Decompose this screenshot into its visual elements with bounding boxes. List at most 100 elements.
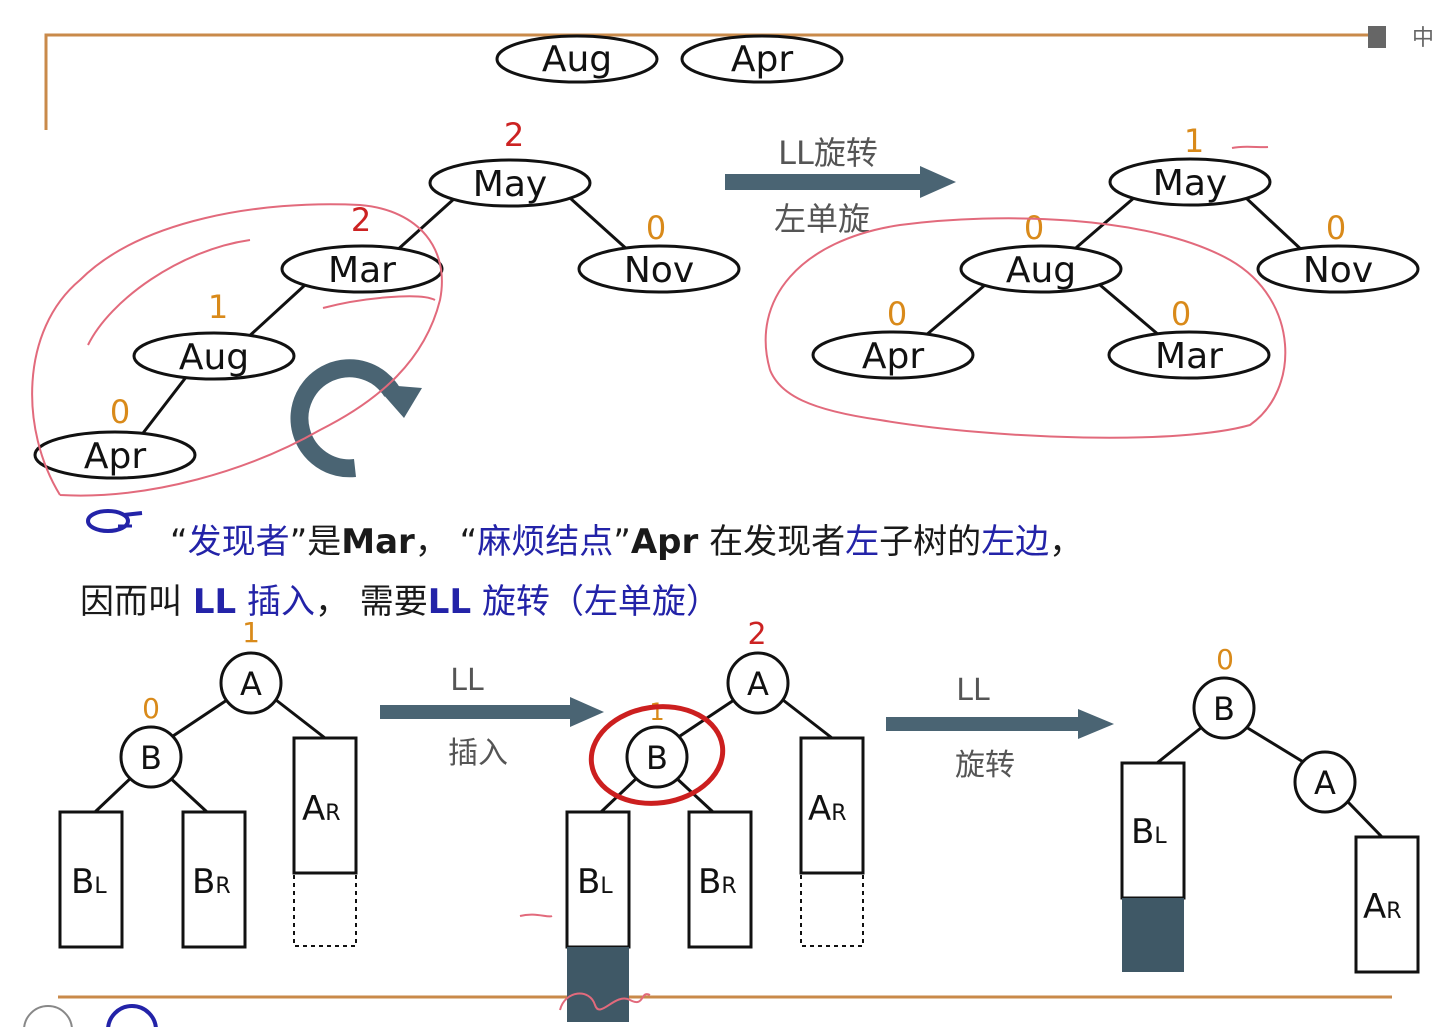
tree-before-node-mar: Mar [280,244,444,294]
caption-paren-close: ） [685,582,720,622]
ll-insert-top-label: LL [450,663,484,698]
caption-quote-open-1: “ [170,522,188,562]
caption-left-side: 左边 [981,522,1050,562]
pointing-hand-icon [86,509,143,533]
tree-after-aug-label: Aug [1006,250,1076,291]
ll-insert-bottom-label: 插入 [448,736,508,771]
caption-rotate: 旋转 [481,582,550,622]
tree-after-node-apr: Apr [811,330,975,380]
tree-before-may-label: May [473,164,547,205]
s3-bal-b: 0 [1216,643,1234,676]
caption-line-1: “发现者”是Mar， “麻烦结点”Apr 在发现者左子树的左边， [0,514,1436,563]
caption-left-1: 左 [845,522,880,562]
bal-after-mar: 0 [1171,295,1191,333]
bal-before-aug: 1 [208,288,228,326]
tree-before-apr-label: Apr [84,436,146,477]
s2-bal-a: 2 [747,617,766,652]
schematic-2: A B 2 1 BL BR AR [559,617,865,1022]
caption-trouble-node: 麻烦结点 [477,522,614,562]
pending-node-aug-label: Aug [542,39,612,80]
s3-subtree-bl: BL [1131,812,1167,852]
caption-comma-2: ， [314,582,349,622]
pending-node-apr-label: Apr [731,39,793,80]
finder-highlight-circle [588,704,726,806]
bal-after-apr: 0 [887,295,907,333]
tree-after-node-mar: Mar [1107,330,1271,380]
s3-inserted-block [1122,898,1184,972]
ll-rotation-arrow [725,166,956,198]
bal-after-aug: 0 [1024,209,1044,247]
caption-quote-close-2: ” [613,522,631,562]
caption-end-comma: ， [1049,522,1084,562]
s1-bal-a: 1 [242,616,260,649]
s2-subtree-ar: AR [808,789,847,829]
caption-insert: 插入 [246,582,315,622]
tree-after-node-nov: Nov [1256,244,1420,294]
tree-before-aug-label: Aug [179,337,249,378]
rotate-clockwise-icon [290,359,422,478]
ll-insert-arrow [380,697,604,727]
s1-node-b: B [140,739,162,777]
s1-subtree-ar: AR [302,789,341,829]
bal-before-nov: 0 [646,209,666,247]
left-single-rotation-label: 左单旋 [774,200,870,238]
s2-node-b: B [646,739,668,777]
corner-text: 中 [1411,26,1434,51]
tree-before-node-nov: Nov [577,244,741,294]
toolbar-icon [1368,26,1386,48]
caption-line-2: 因而叫 LL 插入， 需要LL 旋转（左单旋） [0,574,1436,623]
tree-before-edges [138,196,632,438]
schematic-3: B A 0 BL AR [1120,643,1420,974]
caption-ll-2: LL [427,582,472,622]
caption-paren-open: （ [549,582,584,622]
ll-rotate-arrow [886,709,1114,739]
caption-apr: Apr [630,522,699,562]
ll-rotate-top-label: LL [956,673,990,708]
s2-node-a: A [747,665,769,703]
slide-frame-top [44,33,1380,130]
tree-after-node-may: May [1108,157,1272,207]
s2-inserted-block [567,947,629,1022]
s3-node-a: A [1314,764,1336,802]
s2-bal-b: 1 [649,698,664,726]
footer-logo-icon [23,1004,158,1027]
bal-after-may: 1 [1184,122,1204,160]
pen-annotations [31,145,1287,918]
tree-before-node-may: May [428,158,592,208]
s1-bal-b: 0 [142,692,160,725]
caption-quote-close-1: ” [289,522,308,562]
pending-node-aug: Aug [495,34,659,84]
pen-scribble-bottom [559,992,651,1011]
caption-finder: 发现者 [187,522,290,562]
s1-node-a: A [240,665,262,703]
caption-comma-1: ， [414,522,449,562]
schematic-1: A B 1 0 BL BR AR [58,616,358,949]
caption-is: 是 [307,522,342,562]
tree-after-node-aug: Aug [959,244,1123,294]
bal-after-nov: 0 [1326,209,1346,247]
s3-subtree-ar: AR [1363,887,1402,927]
tree-after-mar-label: Mar [1155,336,1223,377]
caption-ll-1: LL [192,582,237,622]
caption-at-finder: 在发现者 [709,522,846,562]
bal-before-mar: 2 [351,201,371,239]
caption-left-single: 左单旋 [583,582,686,622]
tree-after-may-label: May [1153,163,1227,204]
tree-before-node-apr: Apr [33,430,197,480]
pending-node-apr: Apr [680,34,844,84]
bal-before-may: 2 [504,116,524,154]
s1-subtree-bl: BL [71,862,107,902]
caption-need: 需要 [359,582,428,622]
s3-node-b: B [1213,690,1235,728]
ll-rotate-bottom-label: 旋转 [955,748,1015,783]
s2-subtree-bl: BL [577,862,613,902]
s1-subtree-br: BR [192,862,231,902]
tree-before-nov-label: Nov [624,250,694,291]
tree-before-node-aug: Aug [132,331,296,381]
tree-after-edges [924,195,1307,338]
caption-quote-open-2: “ [459,522,478,562]
ll-rotation-label: LL旋转 [778,134,878,172]
caption-so-called: 因而叫 [80,582,182,622]
caption-mar: Mar [341,522,415,562]
